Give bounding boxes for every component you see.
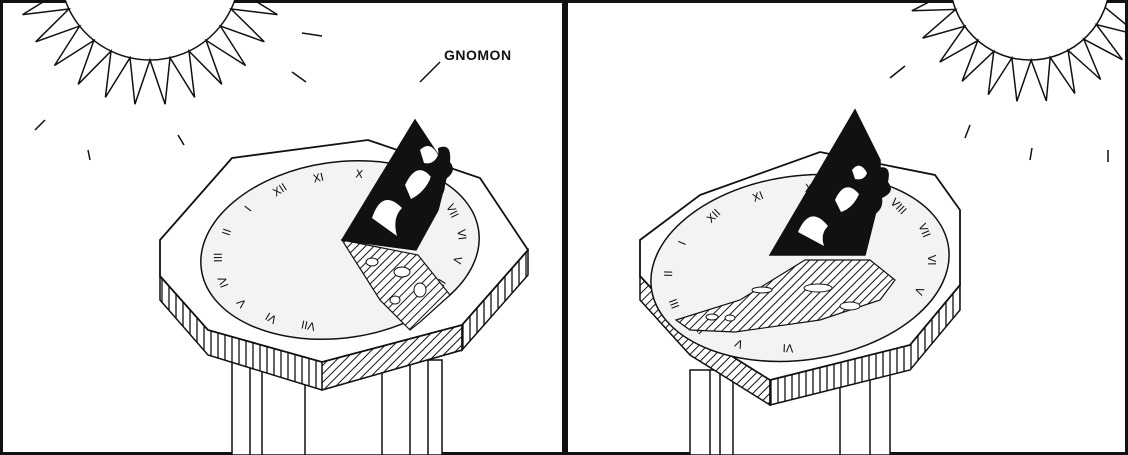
hour-numeral: VI (925, 255, 938, 266)
hour-numeral: II (662, 270, 675, 277)
gnomon-label: GNOMON (444, 47, 512, 63)
hour-numeral: VI (782, 341, 793, 354)
hour-numeral: III (212, 253, 225, 263)
hour-numeral: VI (454, 229, 468, 241)
